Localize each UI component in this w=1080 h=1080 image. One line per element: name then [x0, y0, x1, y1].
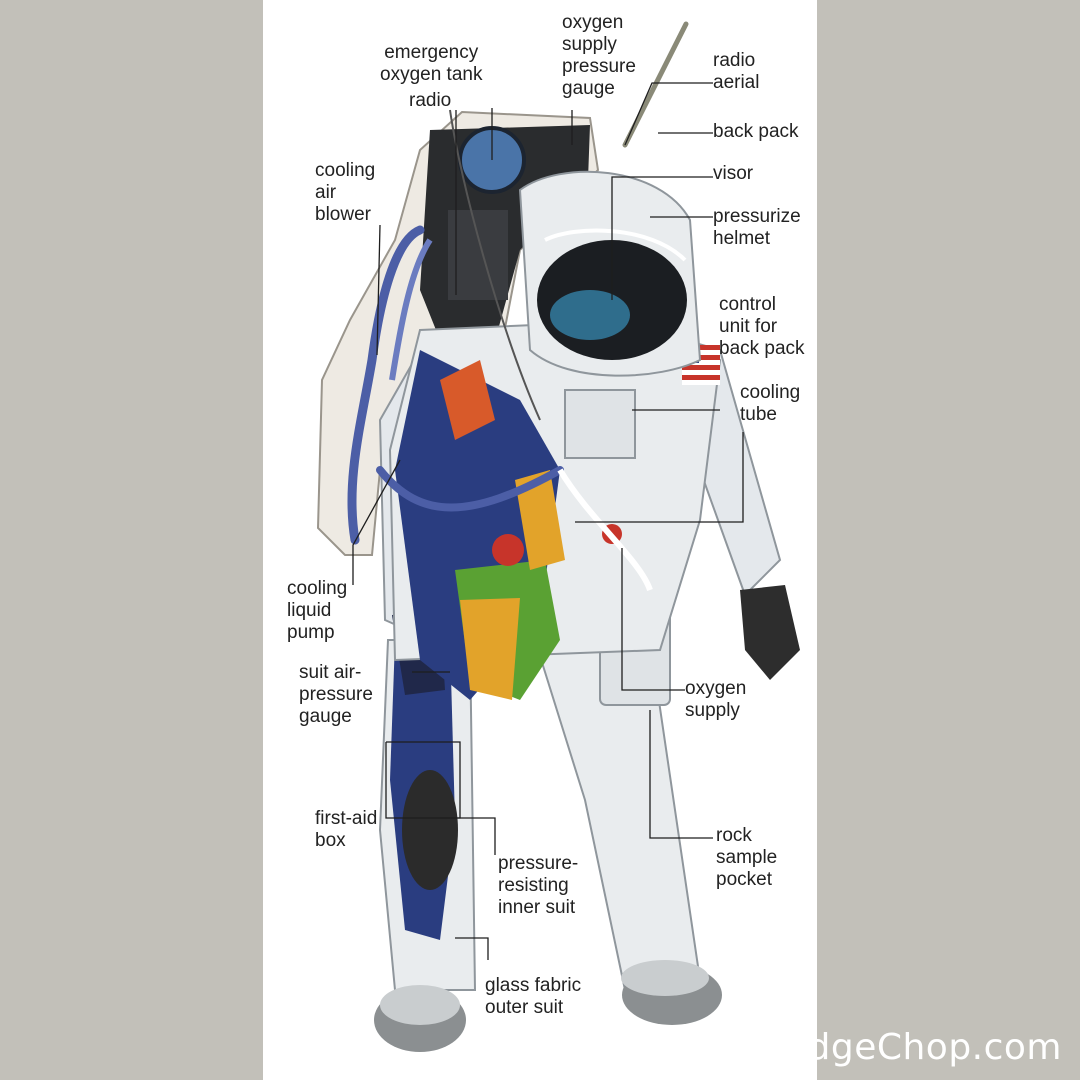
- label-pressurize-helmet: pressurize helmet: [713, 206, 801, 249]
- label-first-aid-box: first-aid box: [315, 808, 378, 851]
- label-visor: visor: [713, 163, 754, 184]
- label-suit-air-pressure-gauge: suit air- pressure gauge: [299, 662, 373, 727]
- control-unit: [564, 389, 636, 459]
- cooling-tube-left: [347, 225, 425, 545]
- label-cooling-tube: cooling tube: [740, 382, 801, 425]
- label-rock-sample-pocket: rock sample pocket: [716, 825, 778, 890]
- label-control-unit: control unit for back pack: [719, 294, 805, 359]
- label-back-pack: back pack: [713, 121, 799, 142]
- label-cooling-liquid-pump: cooling liquid pump: [287, 578, 348, 643]
- boots: [374, 960, 722, 1052]
- helmet: [518, 170, 702, 377]
- radio-aerial-rod: [622, 21, 689, 148]
- glove-right: [740, 585, 800, 680]
- leader-lines: [352, 82, 744, 960]
- label-emergency-oxygen-tank: emergency oxygen tank: [380, 42, 483, 85]
- suit-torso: [376, 318, 722, 700]
- label-oxygen-supply: oxygen supply: [685, 678, 747, 721]
- label-glass-fabric-outer-suit: glass fabric outer suit: [485, 975, 582, 1018]
- label-pressure-resisting-inner-suit: pressure- resisting inner suit: [498, 853, 579, 918]
- label-radio: radio: [409, 90, 452, 111]
- label-radio-aerial: radio aerial: [713, 50, 760, 93]
- label-cooling-air-blower: cooling air blower: [315, 160, 376, 225]
- cooling-tube-front: [376, 466, 564, 512]
- watermark: dgeChop.com: [807, 1027, 1062, 1068]
- flag-icon: [682, 345, 720, 385]
- label-oxygen-supply-pressure-gauge: oxygen supply pressure gauge: [562, 12, 636, 99]
